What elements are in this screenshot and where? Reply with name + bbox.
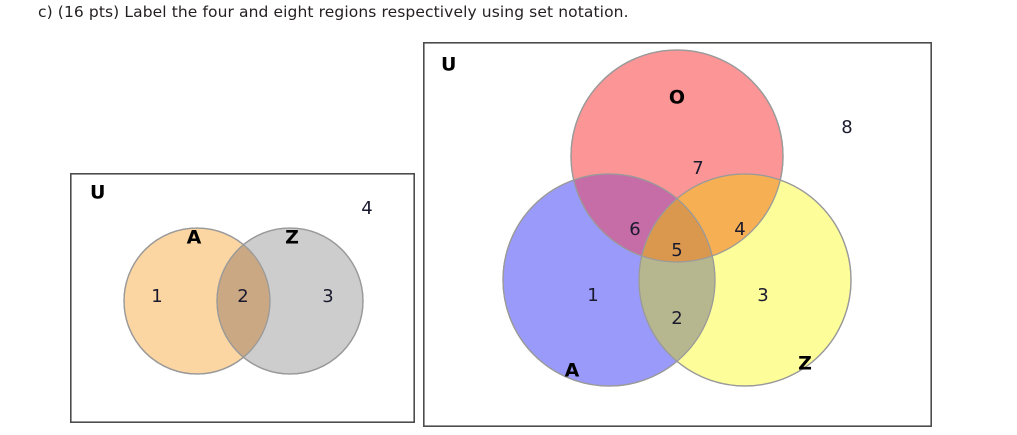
region-number-3: 3 [757, 285, 768, 306]
universe-label: U [441, 54, 456, 76]
region-number-5: 5 [671, 240, 682, 261]
set-label-A: A [187, 227, 202, 249]
region-number-7: 7 [692, 158, 703, 179]
set-circle-O-outline [570, 49, 784, 263]
three-set-venn-diagram: U O A Z 1 2 3 4 5 6 7 8 [423, 42, 932, 427]
two-set-venn-diagram: U A Z 1 2 3 4 [70, 173, 415, 423]
region-number-4: 4 [361, 198, 372, 219]
set-label-O: O [669, 87, 685, 109]
question-text: c) (16 pts) Label the four and eight reg… [38, 3, 629, 21]
two-set-venn-svg: U A Z 1 2 3 4 [70, 173, 415, 423]
region-overlap-O-Z [639, 174, 783, 262]
region-number-8: 8 [841, 117, 852, 138]
region-overlap-A-Z [217, 228, 270, 374]
region-number-2: 2 [671, 308, 682, 329]
region-number-1: 1 [151, 286, 162, 307]
three-set-venn-svg: U O A Z 1 2 3 4 5 6 7 8 [423, 42, 932, 427]
universe-label: U [90, 182, 105, 204]
region-number-6: 6 [629, 219, 640, 240]
set-circle-Z-outline [216, 227, 364, 375]
set-label-A: A [565, 360, 580, 382]
set-circle-A-outline [502, 173, 716, 387]
set-label-Z: Z [798, 353, 812, 375]
region-number-1: 1 [587, 285, 598, 306]
region-number-2: 2 [237, 286, 248, 307]
set-circle-Z-outline [638, 173, 852, 387]
region-overlap-A-O-Z [639, 174, 715, 262]
set-label-Z: Z [285, 227, 299, 249]
region-overlap-A-O [571, 174, 715, 262]
set-circle-A-outline [123, 227, 271, 375]
region-number-4: 4 [734, 219, 745, 240]
region-number-3: 3 [322, 286, 333, 307]
